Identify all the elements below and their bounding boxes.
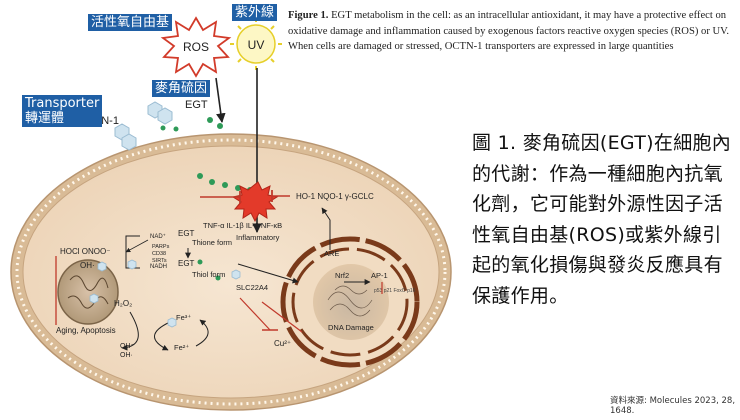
- oh-minus-1: OH⁻: [120, 343, 135, 350]
- small-labels: p53 p21 FoxO p16: [374, 288, 416, 294]
- nucleus: [280, 236, 420, 368]
- dna-damage-label: DNA Damage: [328, 323, 374, 332]
- tag-uv-zh: 紫外線: [232, 4, 278, 21]
- chinese-description: 圖 1. 麥角硫因(EGT)在細胞內的代謝：作為一種細胞內抗氧化劑，它可能對外源…: [472, 132, 732, 307]
- mitochondrion: [57, 259, 119, 325]
- thiol-form-label: Thiol form: [192, 270, 225, 279]
- slc-label: SLC22A4: [236, 283, 268, 292]
- caption-label: Figure 1.: [288, 10, 329, 21]
- oh-label: OH·: [80, 261, 95, 270]
- uv-label: UV: [248, 38, 265, 52]
- slc-inhibit-line: [261, 301, 303, 333]
- nadh-label: NADH: [150, 264, 167, 270]
- thione-form-label: Thione form: [192, 238, 232, 247]
- tag-egt-zh: 麥角硫因: [152, 80, 211, 97]
- egt-thione-label: EGT: [178, 229, 195, 238]
- ho1-label: HO-1 NQO-1 γ-GCLC: [296, 192, 374, 201]
- are-label: ARE: [324, 249, 339, 258]
- oh-minus-2: OH·: [120, 352, 133, 359]
- sirt-label: SIRTs: [152, 258, 167, 264]
- tag-transporter: Transporter 轉運體: [22, 95, 103, 127]
- ros-burst-icon: ROS: [160, 16, 232, 78]
- fe-cycle-arrow: [154, 321, 171, 351]
- caption-text: EGT metabolism in the cell: as an intrac…: [288, 10, 730, 52]
- tag-transporter-zh: 轉運體: [25, 111, 65, 126]
- egt-outside-label: EGT: [185, 99, 208, 111]
- egt-to-nucleus-arrow: [237, 263, 299, 284]
- figure-caption: Figure 1. EGT metabolism in the cell: as…: [288, 8, 732, 55]
- ros-arrow: [215, 77, 226, 123]
- h2o2-label: H₂O₂: [114, 299, 132, 308]
- inflammatory-label: Inflammatory: [236, 233, 280, 242]
- h2o2-arrow: [121, 311, 139, 351]
- tag-transporter-en: Transporter: [25, 96, 100, 111]
- fe2-label: Fe²⁺: [174, 343, 189, 352]
- egt-molecules-outside: [160, 117, 223, 132]
- nrf2-label: Nrf2: [335, 271, 349, 280]
- parp-label: PARPs: [152, 244, 170, 250]
- ros-label: ROS: [183, 40, 209, 54]
- uv-sun-icon: UV: [230, 18, 282, 70]
- cu-inhibit-line: [239, 297, 271, 331]
- fe3-label: Fe³⁺: [176, 313, 191, 322]
- tag-ros-zh: 活性氧自由基: [88, 14, 173, 31]
- egt-molecule-icons: [89, 259, 241, 328]
- cytokines-label: TNF-α IL-1β IL-6 NF-κB: [203, 221, 282, 230]
- aging-label: Aging, Apoptosis: [56, 326, 116, 335]
- cell-membrane-dots: [15, 138, 447, 406]
- fe-cycle-arrow-right: [195, 319, 209, 347]
- cu-label: Cu²⁺: [274, 339, 291, 348]
- nad-arrow-left: [125, 239, 149, 253]
- are-arrow: [321, 207, 331, 250]
- egt-thiol-label: EGT: [178, 259, 195, 268]
- source-citation: 資料來源: Molecules 2023, 28, 1648.: [610, 396, 736, 416]
- nad-plus-label: NAD⁺: [150, 233, 166, 240]
- cd38-label: CD38: [152, 251, 166, 257]
- inflammatory-burst-icon: [231, 181, 279, 223]
- ap1-label: AP-1: [371, 271, 388, 280]
- octn-transporter-icon: [114, 101, 173, 151]
- hocl-label: HOCl ONOO⁻: [60, 247, 110, 256]
